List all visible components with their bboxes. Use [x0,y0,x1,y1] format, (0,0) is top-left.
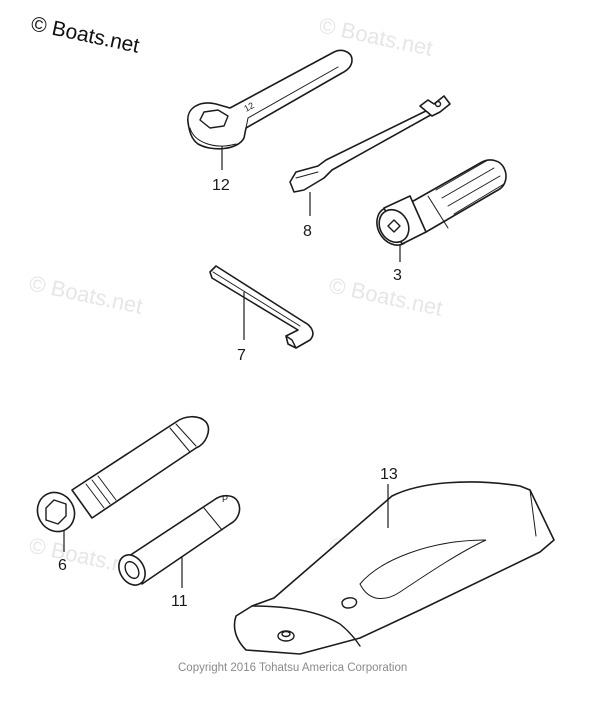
part-number-3: 3 [393,267,402,284]
part-number-7: 7 [237,347,246,364]
faint-watermark: © Boats.net [327,272,445,320]
part-6-box-spanner[interactable] [30,415,210,539]
part-number-6: 6 [58,557,67,574]
copyright-notice: Copyright 2016 Tohatsu America Corporati… [178,662,407,674]
part-number-8: 8 [303,223,312,240]
faint-watermark: © Boats.net [27,270,145,318]
svg-text:P: P [222,494,228,504]
part-number-12: 12 [212,177,230,194]
svg-text:12: 12 [242,100,256,114]
part-8-driver[interactable] [289,95,451,193]
part-12-spanner[interactable]: 12 [187,49,353,150]
boats-net-watermark: © Boats.net [29,12,142,57]
part-3-handle[interactable] [370,159,507,251]
part-number-11: 11 [171,593,188,610]
part-number-13: 13 [380,466,398,483]
part-7-hex-key[interactable] [209,265,314,349]
part-11-tube-spanner[interactable]: P [114,494,241,590]
part-13-tool-bag[interactable] [233,481,555,655]
